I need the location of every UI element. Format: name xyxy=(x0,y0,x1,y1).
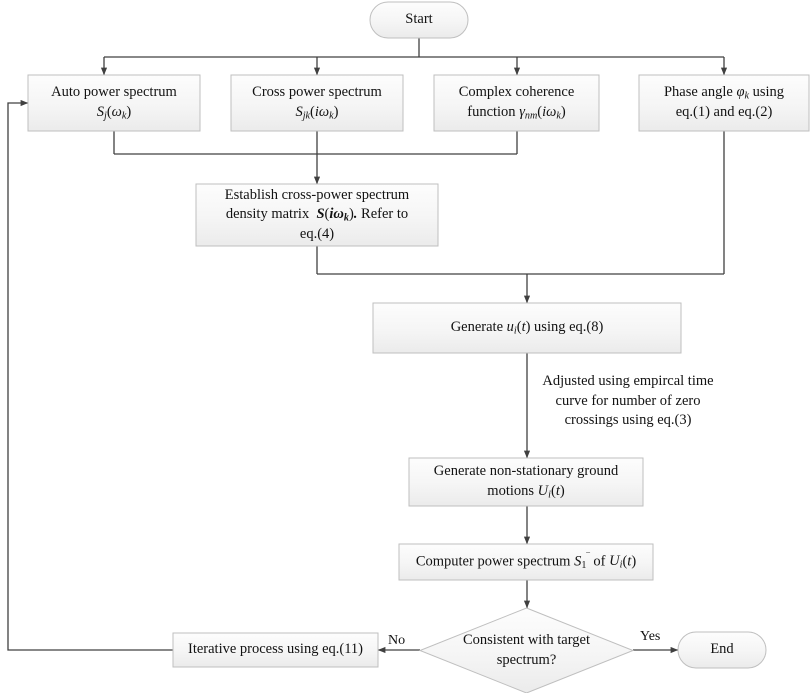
node-shape-complex-coherence-function[interactable] xyxy=(433,74,600,132)
edge-label-yes-label: Yes xyxy=(640,629,661,644)
node-shape-phase-angle[interactable] xyxy=(638,74,810,132)
connector-layer xyxy=(7,38,728,654)
node-shape-computer-power-spectrum[interactable] xyxy=(398,543,654,581)
node-shape-generate-nonstationary[interactable] xyxy=(408,457,644,507)
node-shape-consistent-decision[interactable] xyxy=(418,607,635,693)
node-shape-start[interactable] xyxy=(369,1,469,39)
node-shape-end[interactable] xyxy=(677,631,767,669)
node-shape-auto-power-spectrum[interactable] xyxy=(27,74,201,132)
node-shape-layer xyxy=(27,1,810,693)
node-shape-generate-ui[interactable] xyxy=(372,302,682,354)
edge-label-no-label: No xyxy=(388,633,406,648)
node-shape-establish-density-matrix[interactable] xyxy=(195,183,439,247)
connector-feedback-left xyxy=(7,99,173,651)
node-shape-cross-power-spectrum[interactable] xyxy=(230,74,404,132)
node-shape-iterative-process[interactable] xyxy=(172,632,379,668)
